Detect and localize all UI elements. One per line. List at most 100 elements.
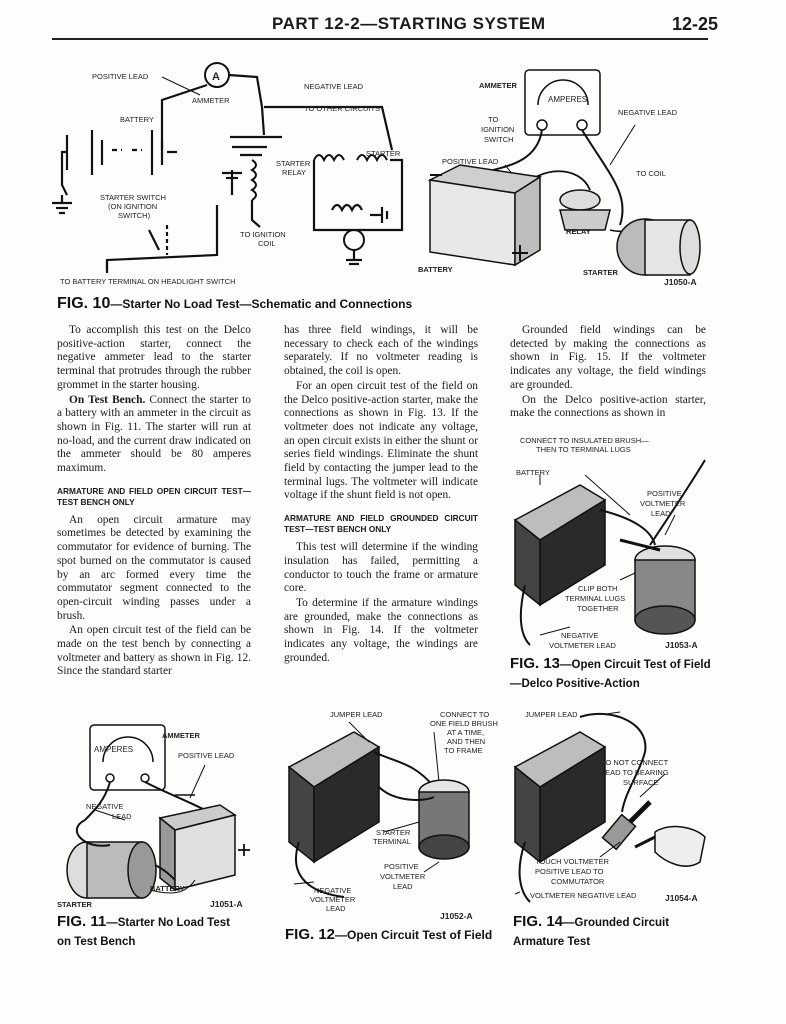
- col1-p4: An open circuit test of the field can be…: [57, 624, 251, 678]
- fig10-label-relay-1: STARTER: [276, 159, 311, 168]
- fig10-pic-to-ign-1: TO: [488, 115, 499, 124]
- fig10-pic-to-ign-2: IGNITION: [481, 125, 515, 134]
- col1-p2-head: On Test Bench.: [69, 393, 146, 406]
- fig10-label-positive-lead: POSITIVE LEAD: [92, 72, 149, 81]
- fig10-label-other-circuits: TO OTHER CIRCUITS: [304, 104, 381, 113]
- fig10-pic-negative: NEGATIVE LEAD: [618, 108, 678, 117]
- fig11-label-ammeter: AMMETER: [162, 731, 200, 740]
- column-2: has three field windings, it will be nec…: [284, 324, 478, 666]
- fig10-caption-num: FIG. 10: [57, 295, 111, 312]
- fig14-label-touch-1: TOUCH VOLTMETER: [535, 857, 609, 866]
- fig13-label-clip-2: TERMINAL LUGS: [565, 594, 626, 603]
- fig13-code: J1053-A: [665, 640, 698, 650]
- page-number: 12-25: [672, 14, 719, 34]
- col1-subhead: ARMATURE AND FIELD OPEN CIRCUIT TEST—TES…: [57, 485, 251, 507]
- fig12-label-jumper: JUMPER LEAD: [330, 710, 383, 719]
- fig14-caption-text-1: —Grounded Circuit: [563, 917, 670, 929]
- fig11-caption-text-2: on Test Bench: [57, 936, 136, 948]
- fig11-code: J1051-A: [210, 899, 243, 909]
- fig13-label-negative-1: NEGATIVE: [561, 631, 599, 640]
- fig10-pic-amperes: AMPERES: [548, 95, 588, 104]
- column-3: Grounded field windings can be detected …: [510, 324, 706, 422]
- fig14-label-touch-3: COMMUTATOR: [551, 877, 605, 886]
- fig11-caption-text-1: —Starter No Load Test: [106, 917, 230, 929]
- fig13-label-connect-1: CONNECT TO INSULATED BRUSH—: [520, 436, 649, 445]
- fig10-pic-relay: RELAY: [566, 227, 591, 236]
- fig13-illustration: [513, 459, 706, 646]
- fig12-label-connect-4: AND THEN: [447, 737, 486, 746]
- fig10-label-relay-2: RELAY: [282, 168, 307, 177]
- fig10-pic-ammeter: AMMETER: [479, 81, 517, 90]
- fig13-caption-text-1: —Open Circuit Test of Field: [560, 659, 711, 671]
- fig12-label-terminal-1: STARTER: [376, 828, 411, 837]
- col1-p2: On Test Bench. Connect the starter to a …: [57, 394, 251, 476]
- fig11-label-starter: STARTER: [57, 900, 92, 909]
- fig13-label-positive-2: VOLTMETER: [640, 499, 686, 508]
- fig13-label-connect-2: THEN TO TERMINAL LUGS: [536, 445, 631, 454]
- col3-p2: On the Delco positive-action starter, ma…: [510, 393, 706, 420]
- col2-p1: has three field windings, it will be nec…: [284, 324, 478, 378]
- column-1: To accomplish this test on the Delco pos…: [57, 324, 251, 680]
- fig10-pic-to-ign-3: SWITCH: [484, 135, 514, 144]
- fig12-label-negative-3: LEAD: [326, 904, 346, 913]
- col1-p1: To accomplish this test on the Delco pos…: [57, 324, 251, 391]
- col2-p4: To determine if the armature windings ar…: [284, 596, 478, 664]
- fig10-pic-to-coil: TO COIL: [636, 169, 666, 178]
- fig14-label-jumper: JUMPER LEAD: [525, 710, 578, 719]
- fig14-label-do-not-3: SURFACE: [623, 778, 659, 787]
- col2-p3: This test will determine if the winding …: [284, 541, 478, 595]
- fig10-label-switch-3: SWITCH): [118, 211, 151, 220]
- fig10-pic-positive: POSITIVE LEAD: [442, 157, 499, 166]
- fig14-caption-num: FIG. 14: [513, 913, 564, 930]
- fig11-label-negative-2: LEAD: [112, 812, 132, 821]
- fig12-label-positive-1: POSITIVE: [384, 862, 419, 871]
- fig14-label-touch-2: POSITIVE LEAD TO: [535, 867, 604, 876]
- fig12-label-connect-3: AT A TIME,: [447, 728, 485, 737]
- page-header-title: PART 12-2—STARTING SYSTEM: [272, 14, 546, 33]
- fig10-code: J1050-A: [664, 277, 697, 287]
- fig13-caption-text-2: —Delco Positive-Action: [510, 678, 640, 690]
- fig10-label-battery: BATTERY: [120, 115, 154, 124]
- fig10-pic-battery: BATTERY: [418, 265, 453, 274]
- fig12-caption-num: FIG. 12: [285, 926, 336, 943]
- fig10-schematic: A: [52, 62, 404, 273]
- fig14-caption-text-2: Armature Test: [513, 936, 591, 948]
- fig10-caption: FIG. 10—Starter No Load Test—Schematic a…: [57, 295, 412, 313]
- fig10-label-headlight: TO BATTERY TERMINAL ON HEADLIGHT SWITCH: [60, 277, 236, 286]
- fig14-illustration: [513, 711, 706, 903]
- fig10-pic-starter: STARTER: [583, 268, 618, 277]
- fig12-label-connect-1: CONNECT TO: [440, 710, 490, 719]
- col2-p2: For an open circuit test of the field on…: [284, 379, 478, 502]
- fig12-label-positive-2: VOLTMETER: [380, 872, 426, 881]
- col3-p1: Grounded field windings can be detected …: [510, 324, 706, 391]
- fig12-label-terminal-2: TERMINAL: [373, 837, 411, 846]
- fig12-label-connect-5: TO FRAME: [444, 746, 483, 755]
- fig14-label-negative: VOLTMETER NEGATIVE LEAD: [530, 891, 637, 900]
- fig10-label-ignition-2: COIL: [258, 239, 276, 248]
- fig10-label-starter: STARTER: [366, 149, 401, 158]
- fig12-caption: FIG. 12—Open Circuit Test of Field: [285, 926, 492, 943]
- fig11-caption: FIG. 11—Starter No Load Test on Test Ben…: [57, 913, 230, 951]
- fig12-label-negative-2: VOLTMETER: [310, 895, 356, 904]
- fig11-label-amperes: AMPERES: [94, 745, 134, 754]
- fig12-illustration: [287, 721, 470, 898]
- fig13-label-clip-1: CLIP BOTH: [578, 584, 618, 593]
- fig11-illustration: [66, 724, 250, 899]
- fig10-pictorial: [427, 69, 701, 276]
- col1-p2-body: Connect the starter to a battery with an…: [57, 393, 251, 475]
- fig12-code: J1052-A: [440, 911, 473, 921]
- fig13-label-positive-1: POSITIVE: [647, 489, 682, 498]
- fig11-caption-num: FIG. 11: [57, 913, 107, 930]
- fig13-caption-num: FIG. 13: [510, 655, 561, 672]
- fig12-label-positive-3: LEAD: [393, 882, 413, 891]
- fig13-label-negative-2: VOLTMETER LEAD: [549, 641, 616, 650]
- fig14-label-do-not-1: DO NOT CONNECT: [600, 758, 669, 767]
- fig13-label-battery: BATTERY: [516, 468, 550, 477]
- fig10-label-switch-1: STARTER SWITCH: [100, 193, 166, 202]
- fig11-label-positive: POSITIVE LEAD: [178, 751, 235, 760]
- fig14-code: J1054-A: [665, 893, 698, 903]
- fig13-label-positive-3: LEAD: [651, 509, 671, 518]
- fig13-label-clip-3: TOGETHER: [577, 604, 619, 613]
- fig10-label-negative-lead: NEGATIVE LEAD: [304, 82, 364, 91]
- fig10-caption-text: —Starter No Load Test—Schematic and Conn…: [110, 297, 413, 311]
